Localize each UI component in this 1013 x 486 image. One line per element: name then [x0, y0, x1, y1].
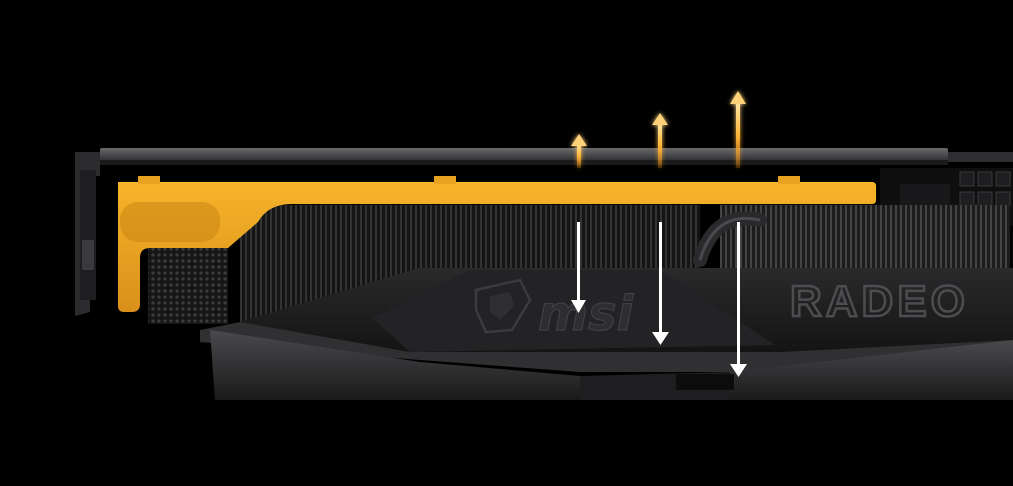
msi-wordmark: msi	[538, 286, 634, 342]
msi-logo: msi	[474, 278, 634, 343]
arrow-down-icon	[571, 222, 586, 313]
arrow-up-icon	[730, 91, 746, 168]
radeon-wordmark: RADEO	[790, 277, 969, 326]
arrow-up-icon	[652, 113, 668, 168]
shroud	[200, 268, 1013, 400]
msi-dragon-logo-icon	[474, 278, 532, 334]
baseplate-mesh	[148, 248, 228, 324]
backplate	[100, 148, 1013, 165]
airflow-down	[571, 222, 747, 377]
airflow-up	[571, 91, 746, 168]
io-bracket	[75, 152, 100, 316]
arrow-down-icon	[730, 222, 747, 377]
arrow-down-icon	[652, 222, 669, 345]
orange-heat-spreader	[118, 176, 876, 312]
arrow-up-icon	[571, 134, 587, 168]
